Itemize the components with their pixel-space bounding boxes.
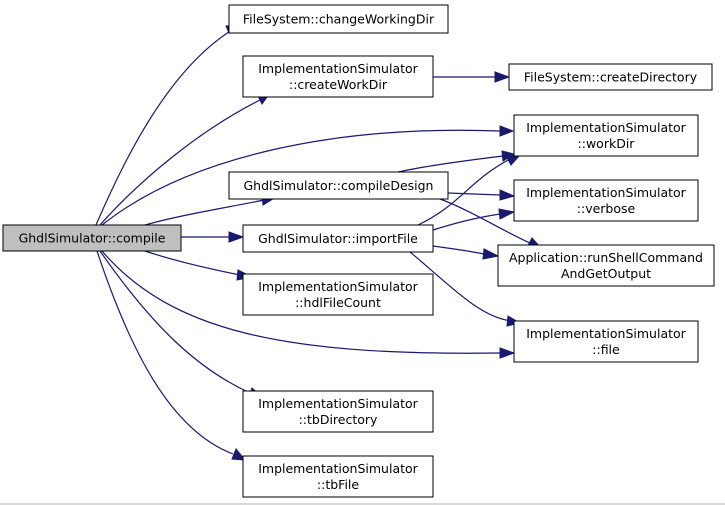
edge-line	[144, 250, 241, 276]
node-importFile[interactable]: GhdlSimulator::importFile	[242, 224, 434, 253]
edge-arrowhead	[499, 125, 515, 137]
edge-line	[95, 29, 233, 226]
edge-createWorkDir-to-createDirectory	[433, 71, 511, 83]
node-box	[513, 114, 699, 157]
edge-compile-to-file	[101, 250, 516, 359]
node-label: Application::runShellCommand	[509, 250, 703, 265]
edge-arrowhead	[505, 154, 522, 166]
node-box	[513, 320, 699, 363]
node-box	[513, 179, 699, 222]
edge-line	[417, 158, 511, 226]
edge-arrowhead	[499, 189, 516, 201]
node-label: GhdlSimulator::compileDesign	[244, 178, 434, 193]
node-box	[228, 171, 449, 200]
edge-importFile-to-runShellCommand	[432, 245, 500, 260]
node-label: ::verbose	[577, 201, 636, 216]
node-label: AndGetOutput	[561, 266, 651, 281]
node-file[interactable]: ImplementationSimulator::file	[513, 320, 699, 363]
edge-compile-to-workDir	[101, 125, 515, 226]
node-label: ImplementationSimulator	[258, 279, 418, 294]
edge-compileDesign-to-workDir	[397, 150, 516, 173]
edge-line	[99, 99, 261, 226]
edge-importFile-to-verbose	[432, 208, 516, 231]
node-workDir[interactable]: ImplementationSimulator::workDir	[513, 114, 699, 157]
edge-line	[144, 199, 265, 226]
edge-compile-to-createWorkDir	[99, 92, 272, 226]
node-compile[interactable]: GhdlSimulator::compile	[2, 224, 182, 252]
node-box	[242, 55, 434, 98]
node-label: ::createWorkDir	[289, 77, 388, 92]
node-label: ImplementationSimulator	[258, 396, 418, 411]
node-label: ::tbDirectory	[299, 412, 378, 427]
node-box	[508, 63, 713, 91]
edge-line	[439, 198, 531, 244]
node-changeWorkingDir[interactable]: FileSystem::changeWorkingDir	[228, 4, 449, 34]
edge-line	[101, 129, 501, 226]
node-box	[2, 224, 182, 252]
edge-line	[99, 250, 251, 394]
edge-line	[432, 213, 501, 231]
edge-compile-to-hdlFileCount	[144, 250, 254, 281]
node-tbFile[interactable]: ImplementationSimulator::tbFile	[242, 455, 434, 498]
node-label: ImplementationSimulator	[526, 326, 686, 341]
bottom-scroll-strip	[0, 503, 725, 505]
edge-compile-to-tbFile	[96, 250, 247, 461]
node-createDirectory[interactable]: FileSystem::createDirectory	[508, 63, 713, 91]
node-box	[228, 4, 449, 34]
node-verbose[interactable]: ImplementationSimulator::verbose	[513, 179, 699, 222]
node-label: GhdlSimulator::importFile	[258, 231, 418, 246]
edge-arrowhead	[499, 347, 516, 359]
node-label: ::tbFile	[317, 477, 359, 492]
edge-compileDesign-to-verbose	[447, 189, 516, 201]
edge-line	[447, 192, 501, 196]
edge-arrowhead	[494, 71, 511, 83]
edge-line	[96, 250, 234, 455]
node-box	[242, 455, 434, 498]
node-label: FileSystem::createDirectory	[524, 70, 698, 85]
node-label: ImplementationSimulator	[258, 461, 418, 476]
node-box	[242, 273, 434, 316]
node-label: ::file	[592, 342, 620, 357]
node-box	[242, 224, 434, 253]
edge-importFile-to-workDir	[417, 154, 522, 226]
node-createWorkDir[interactable]: ImplementationSimulator::createWorkDir	[242, 55, 434, 98]
node-box	[242, 390, 434, 433]
node-label: ImplementationSimulator	[258, 61, 418, 76]
node-label: ImplementationSimulator	[526, 120, 686, 135]
edge-line	[397, 155, 504, 173]
edge-line	[432, 245, 485, 255]
nodes-layer: GhdlSimulator::compile FileSystem::change…	[2, 4, 715, 498]
edge-arrowhead	[231, 448, 247, 461]
node-label: FileSystem::changeWorkingDir	[243, 12, 435, 27]
edge-arrowhead	[498, 208, 516, 220]
edge-line	[409, 251, 513, 322]
node-tbDirectory[interactable]: ImplementationSimulator::tbDirectory	[242, 390, 434, 433]
node-label: ImplementationSimulator	[526, 185, 686, 200]
node-label: ::workDir	[578, 136, 636, 151]
edge-arrowhead	[228, 231, 245, 243]
node-hdlFileCount[interactable]: ImplementationSimulator::hdlFileCount	[242, 273, 434, 316]
node-compileDesign[interactable]: GhdlSimulator::compileDesign	[228, 171, 449, 200]
edge-compile-to-changeWorkingDir	[95, 24, 245, 226]
edge-line	[101, 250, 501, 354]
node-label: ::hdlFileCount	[295, 295, 381, 310]
edge-arrowhead	[482, 248, 500, 260]
edge-compile-to-importFile	[181, 231, 245, 243]
node-label: GhdlSimulator::compile	[19, 231, 166, 246]
node-box	[497, 244, 715, 287]
